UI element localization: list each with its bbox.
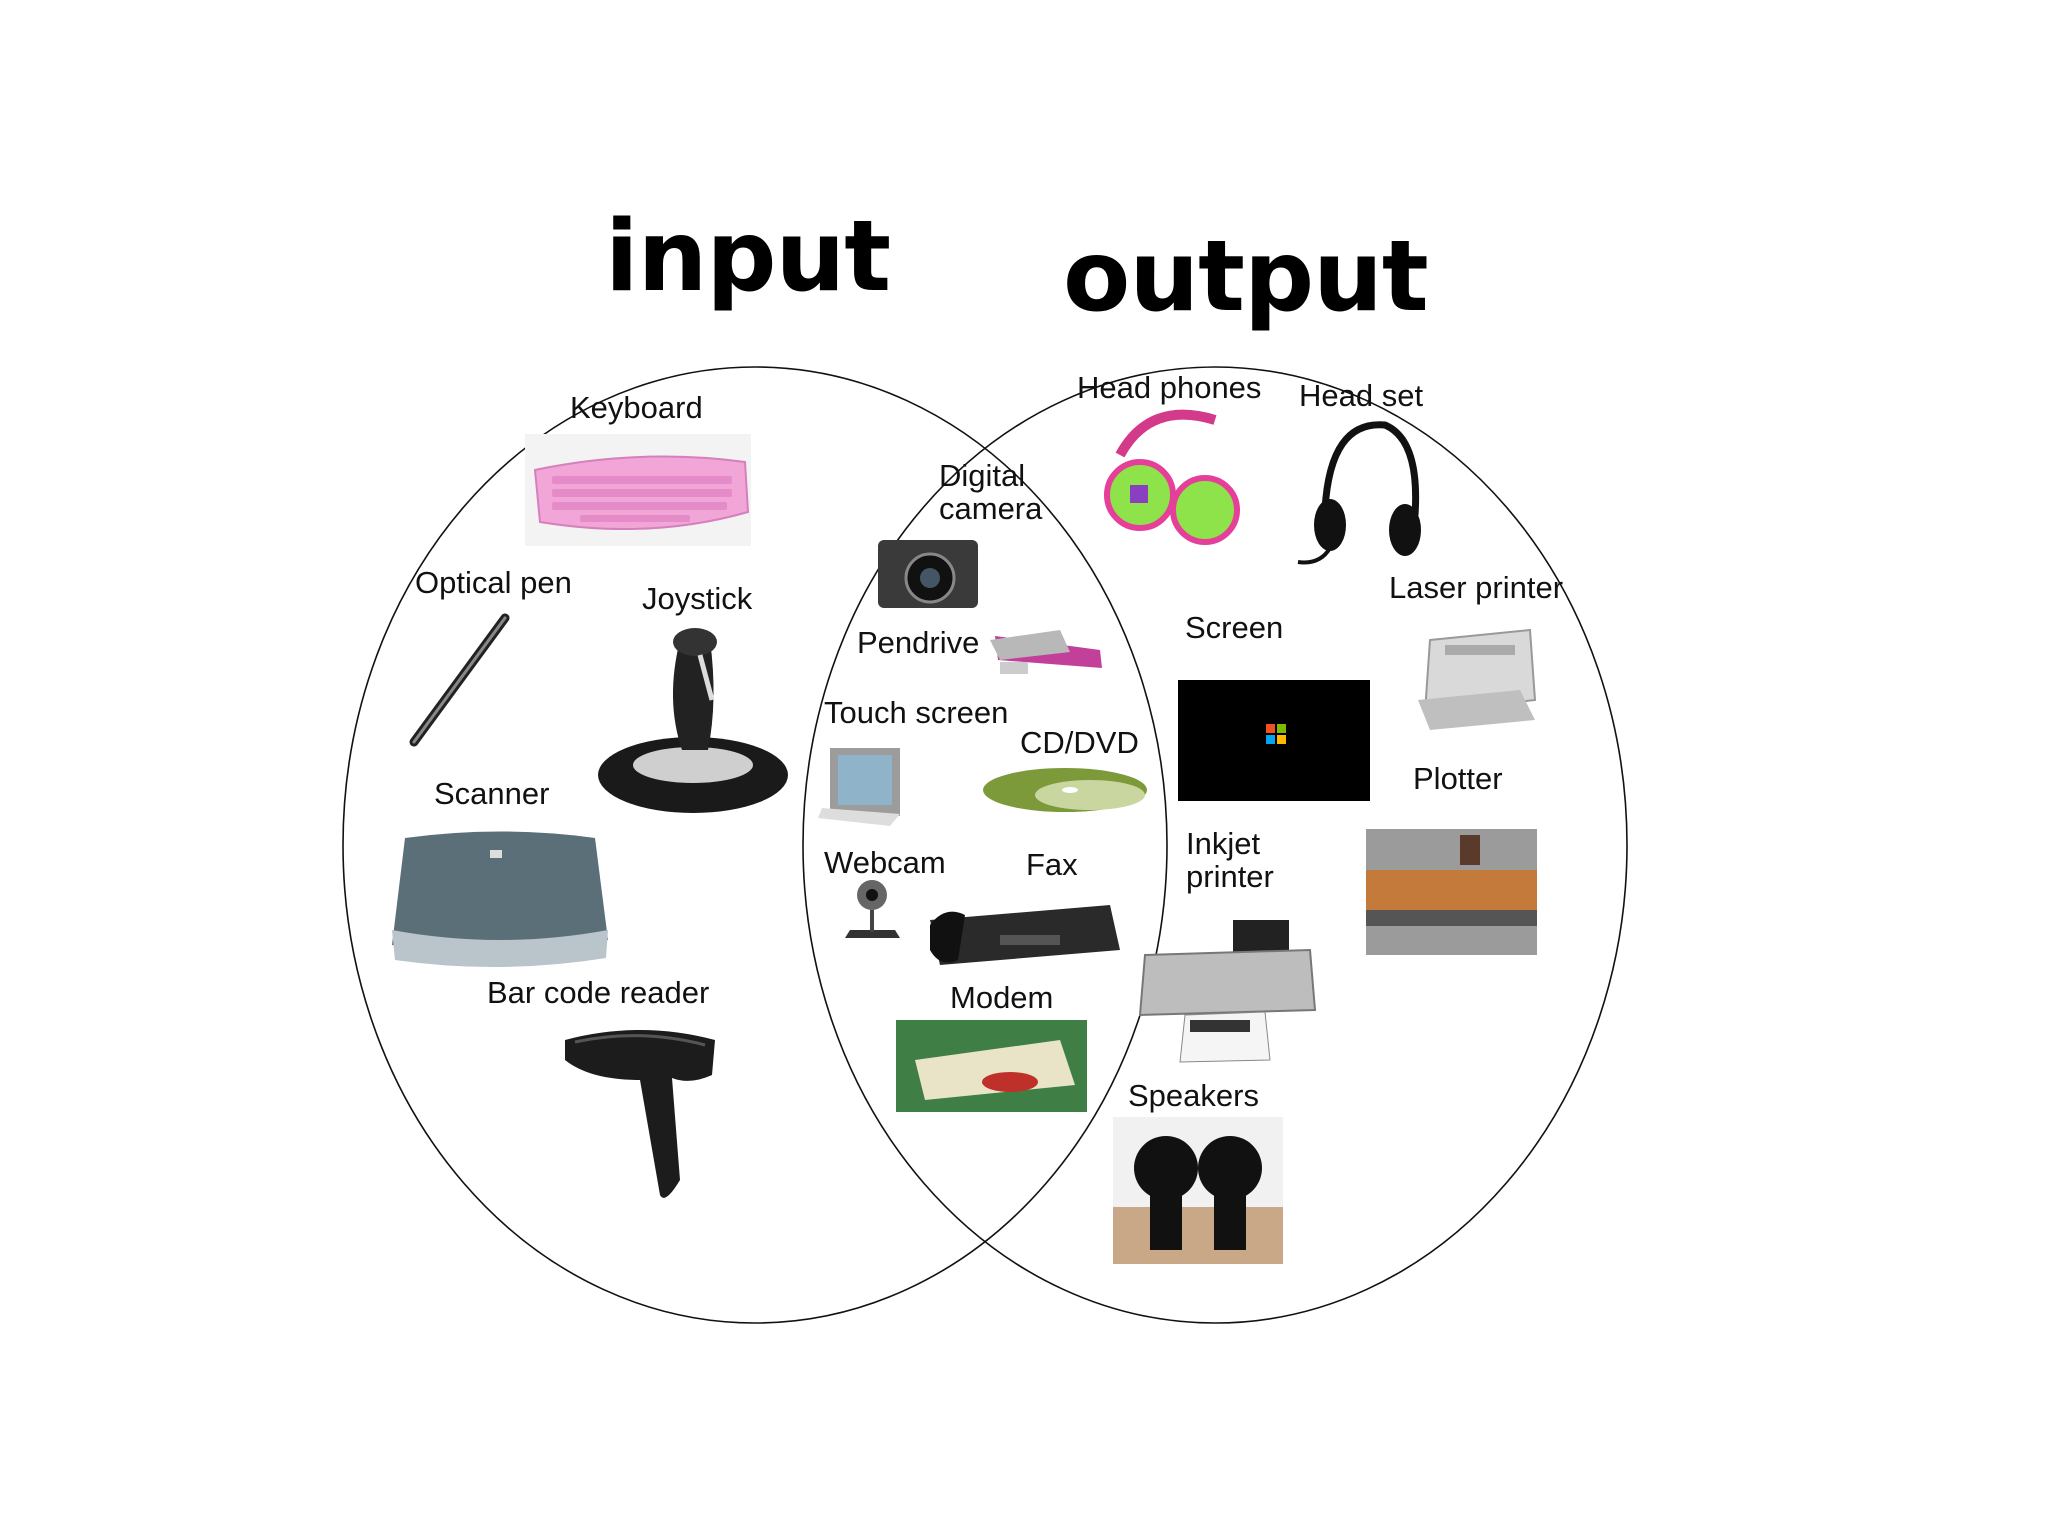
label-scanner: Scanner	[434, 776, 550, 811]
touch-screen-image	[818, 748, 900, 826]
label-inkjet-printer: Inkjet printer	[1186, 826, 1274, 894]
output-title: output	[1063, 220, 1429, 334]
keyboard-image	[525, 434, 751, 546]
inkjet-printer-image	[1138, 920, 1317, 1063]
label-screen: Screen	[1185, 610, 1284, 645]
label-joystick: Joystick	[642, 581, 753, 616]
fax-image	[930, 905, 1120, 965]
label-head-phones: Head phones	[1077, 370, 1262, 405]
cd-dvd-image	[983, 768, 1147, 812]
label-keyboard: Keyboard	[570, 390, 703, 425]
output-circle	[802, 366, 1628, 1324]
label-bar-code-reader: Bar code reader	[487, 975, 710, 1010]
label-laser-printer: Laser printer	[1389, 570, 1564, 605]
bar-code-reader-image	[565, 1030, 715, 1198]
input-title: input	[605, 200, 891, 314]
label-plotter: Plotter	[1413, 761, 1503, 796]
label-modem: Modem	[950, 980, 1054, 1015]
label-speakers: Speakers	[1128, 1078, 1259, 1113]
label-webcam: Webcam	[824, 845, 946, 880]
label-cd-dvd: CD/DVD	[1020, 725, 1139, 760]
modem-image	[896, 1020, 1087, 1112]
label-touch-screen: Touch screen	[824, 695, 1009, 730]
digital-camera-image	[878, 540, 978, 608]
scanner-image	[392, 831, 608, 968]
pendrive-image	[990, 630, 1102, 674]
head-phones-image	[1104, 409, 1240, 545]
joystick-image	[598, 628, 788, 813]
plotter-image	[1366, 829, 1537, 955]
input-circle	[342, 366, 1168, 1324]
label-digital-camera: Digital camera	[939, 458, 1043, 526]
webcam-image	[845, 880, 900, 938]
speakers-image	[1113, 1117, 1283, 1264]
laser-printer-image	[1418, 628, 1537, 730]
label-head-set: Head set	[1299, 378, 1424, 413]
screen-image	[1178, 680, 1370, 801]
head-set-image	[1297, 421, 1421, 565]
optical-pen-image	[409, 613, 510, 747]
label-pendrive: Pendrive	[857, 625, 980, 660]
label-fax: Fax	[1026, 847, 1078, 882]
label-optical-pen: Optical pen	[415, 565, 572, 600]
